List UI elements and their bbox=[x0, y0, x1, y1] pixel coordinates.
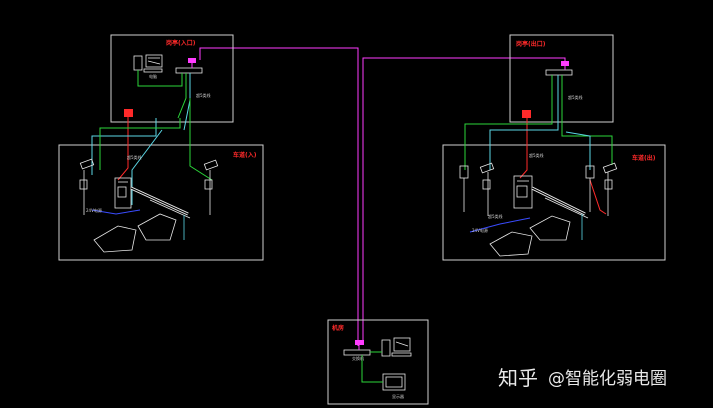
ground-loop-icon bbox=[489, 215, 571, 257]
server-icon bbox=[381, 337, 412, 357]
camera-icon bbox=[479, 162, 495, 216]
svg-text:交换机: 交换机 bbox=[352, 355, 364, 361]
workstation-icon bbox=[133, 54, 163, 73]
svg-text:超5类线: 超5类线 bbox=[196, 92, 211, 98]
control-room: 机房 交换机 显示器 bbox=[327, 319, 429, 405]
right-guard-room-label: 岗亭(出口) bbox=[516, 40, 546, 48]
camera-icon bbox=[203, 159, 219, 215]
left-lane-label: 车道(入) bbox=[233, 151, 257, 159]
watermark: 知乎 @智能化弱电圈 bbox=[498, 366, 667, 390]
barrier-gate-icon bbox=[513, 175, 589, 240]
monitor-icon bbox=[382, 373, 406, 391]
barrier-gate-icon bbox=[114, 177, 191, 240]
control-room-label: 机房 bbox=[332, 324, 344, 332]
left-guard-room: 岗亭(入口) 电脑 超5类线 bbox=[110, 34, 234, 131]
svg-text:电脑: 电脑 bbox=[149, 73, 157, 79]
camera-icon bbox=[602, 162, 618, 216]
right-guard-room: 岗亭(出口) 超5类线 bbox=[509, 34, 614, 130]
left-guard-room-label: 岗亭(入口) bbox=[166, 39, 196, 47]
svg-text:超5类线: 超5类线 bbox=[568, 94, 583, 100]
network-switch-icon bbox=[343, 340, 371, 356]
network-switch-icon bbox=[175, 58, 203, 74]
svg-text:24V电源: 24V电源 bbox=[472, 227, 488, 233]
ground-loop-icon bbox=[93, 213, 177, 253]
ticket-terminal-icon bbox=[585, 165, 595, 212]
right-lane-label: 车道(出) bbox=[632, 154, 656, 162]
ticket-terminal-icon bbox=[459, 165, 469, 212]
camera-icon bbox=[79, 158, 95, 215]
left-lane-area: 车道(入) bbox=[58, 98, 264, 261]
svg-text:显示器: 显示器 bbox=[392, 394, 404, 399]
right-lane-area: 车道(出) bbox=[442, 118, 666, 261]
svg-text:24V电源: 24V电源 bbox=[86, 207, 102, 213]
svg-text:超5类线: 超5类线 bbox=[488, 213, 503, 219]
svg-text:超5类线: 超5类线 bbox=[529, 152, 544, 158]
watermark-zhihu: 知乎 bbox=[498, 366, 538, 390]
network-switch-icon bbox=[545, 61, 573, 76]
watermark-author: @智能化弱电圈 bbox=[548, 369, 667, 389]
svg-text:超5类线: 超5类线 bbox=[127, 154, 142, 160]
